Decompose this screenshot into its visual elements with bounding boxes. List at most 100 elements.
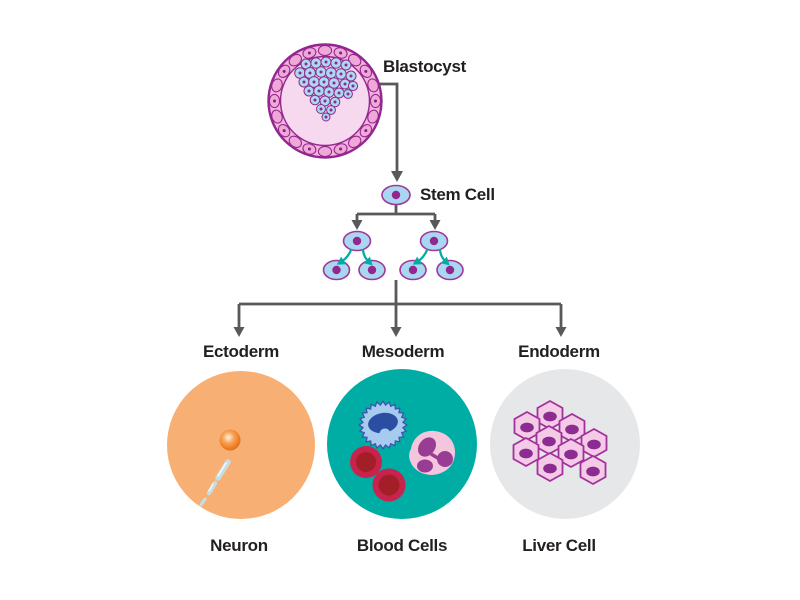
trophoblast-cell xyxy=(348,135,362,149)
trophoblast-cell-nucleus xyxy=(282,129,286,133)
hepatocyte-nucleus xyxy=(520,422,534,433)
progenitor-cell-nucleus xyxy=(332,265,341,275)
progenitor-cell-nucleus xyxy=(367,265,377,275)
neuron-label: Neuron xyxy=(210,536,268,555)
ectoderm-circle xyxy=(167,371,315,519)
trophoblast-cell-nucleus xyxy=(339,51,343,55)
progenitor-cell-nucleus xyxy=(352,236,362,246)
lymphocyte-nucleus xyxy=(368,412,398,434)
arrowhead-icon xyxy=(233,327,245,337)
axon-highlight xyxy=(217,462,227,477)
progenitor-cell-nucleus xyxy=(429,236,439,246)
progenitor-cell-nucleus xyxy=(408,265,418,275)
inner-cell-mass-cell-nucleus xyxy=(337,91,341,95)
neutrophil-lobe xyxy=(417,459,433,473)
red-blood-cell-center xyxy=(356,452,376,472)
trophoblast-cell xyxy=(271,109,283,124)
tree-to-germlayers-lines xyxy=(237,280,563,327)
trophoblast-cell-nucleus xyxy=(364,129,368,133)
inner-cell-mass-cell-nucleus xyxy=(313,98,317,102)
inner-cell-mass-cell-nucleus xyxy=(344,63,348,67)
ectoderm-label: Ectoderm xyxy=(202,342,280,361)
trophoblast-cell-nucleus xyxy=(307,51,311,55)
connector-arrowheads xyxy=(233,171,567,337)
arrowhead-icon xyxy=(429,220,441,230)
arrowhead-icon xyxy=(555,327,567,337)
hepatocyte-nucleus xyxy=(542,436,556,447)
inner-cell-mass-cell-nucleus xyxy=(339,72,343,76)
inner-cell-mass-cell-nucleus xyxy=(312,80,316,84)
division-arrowhead-icon xyxy=(336,256,346,265)
inner-cell-mass-cell-nucleus xyxy=(317,89,321,93)
neutrophil-lobe-bridge xyxy=(430,452,442,462)
division-arrowhead-icon xyxy=(363,256,373,266)
stem-cell-node-nucleus xyxy=(391,190,401,200)
endoderm-label: Endoderm xyxy=(518,342,600,361)
hepatocyte-cluster xyxy=(512,399,608,486)
neuron-illustration xyxy=(167,371,315,519)
inner-cell-mass-cell-nucleus xyxy=(351,84,355,88)
inner-cell-mass-cell-nucleus xyxy=(322,80,326,84)
neutrophil-nucleus xyxy=(417,437,453,473)
mesoderm-circle xyxy=(327,369,477,519)
inner-cell-mass-cell-nucleus xyxy=(327,90,331,94)
hepatocyte-nucleus xyxy=(543,463,557,474)
inner-cell-mass-cell-nucleus xyxy=(319,70,323,74)
trophoblast-ring xyxy=(268,44,382,158)
blood-cells-illustration xyxy=(327,369,477,519)
lymphocyte-nucleus-notch xyxy=(379,428,391,440)
liver-cell-illustration xyxy=(490,369,640,519)
inner-cell-mass-cell-nucleus xyxy=(304,62,308,66)
hepatocyte-nucleus xyxy=(564,449,578,460)
inner-cell-mass-cell-nucleus xyxy=(307,89,311,93)
inner-cell-mass-cell-nucleus xyxy=(329,108,333,112)
inner-cell-mass-cell-nucleus xyxy=(329,71,333,75)
hepatocyte-nucleus xyxy=(519,448,533,459)
axon-highlight xyxy=(208,483,214,492)
arrowhead-icon xyxy=(391,171,403,182)
trophoblast-cell xyxy=(271,78,283,93)
hepatocyte-nucleus xyxy=(587,439,601,450)
inner-cell-mass-cell-nucleus xyxy=(343,82,347,86)
trophoblast-cell xyxy=(367,78,379,93)
axon-segment xyxy=(215,459,231,481)
mesoderm-label: Mesoderm xyxy=(361,342,445,361)
hepatocyte-nucleus xyxy=(586,466,600,477)
inner-cell-mass-cell-nucleus xyxy=(308,71,312,75)
neutrophil-lobe xyxy=(417,437,437,457)
progenitor-cell-nucleus xyxy=(445,265,455,275)
trophoblast-cell xyxy=(317,145,333,158)
arrowhead-icon xyxy=(390,327,402,337)
division-arrows xyxy=(336,248,450,266)
inner-cell-mass-cell-nucleus xyxy=(323,99,327,103)
inner-cell-mass-cell-nucleus xyxy=(298,71,302,75)
inner-cell-mass-cell-nucleus xyxy=(324,60,328,64)
inner-cell-mass-cell-nucleus xyxy=(332,81,336,85)
blastocyst-illustration xyxy=(267,43,383,159)
hepatocyte-nucleus xyxy=(543,411,557,422)
blastocyst-label: Blastocyst xyxy=(383,57,466,76)
trophoblast-cell-nucleus xyxy=(339,147,343,151)
trophoblast-cell-nucleus xyxy=(374,99,377,103)
trophoblast-cell xyxy=(288,53,302,67)
blood-cells-label: Blood Cells xyxy=(356,536,448,555)
neutrophil-lobe xyxy=(437,451,453,467)
axon-segment xyxy=(199,497,207,507)
stem-cell-tree xyxy=(322,184,464,281)
inner-cell-mass-cell-nucleus xyxy=(302,80,306,84)
inner-cell-mass-cell-nucleus xyxy=(324,115,328,119)
arrowhead-icon xyxy=(351,220,363,230)
trophoblast-cell-nucleus xyxy=(307,147,311,151)
inner-cell-mass-cell-nucleus xyxy=(314,61,318,65)
stemcell-split-lines xyxy=(355,204,437,220)
red-blood-cell-center xyxy=(378,474,400,496)
inner-cell-mass xyxy=(294,56,359,122)
trophoblast-cell xyxy=(288,135,302,149)
trophoblast-cell-nucleus xyxy=(273,99,276,103)
hepatocyte-nucleus xyxy=(565,424,579,435)
liver-cell-label: Liver Cell xyxy=(522,536,596,555)
trophoblast-cell xyxy=(317,44,333,57)
inner-cell-mass-cell-nucleus xyxy=(333,100,337,104)
